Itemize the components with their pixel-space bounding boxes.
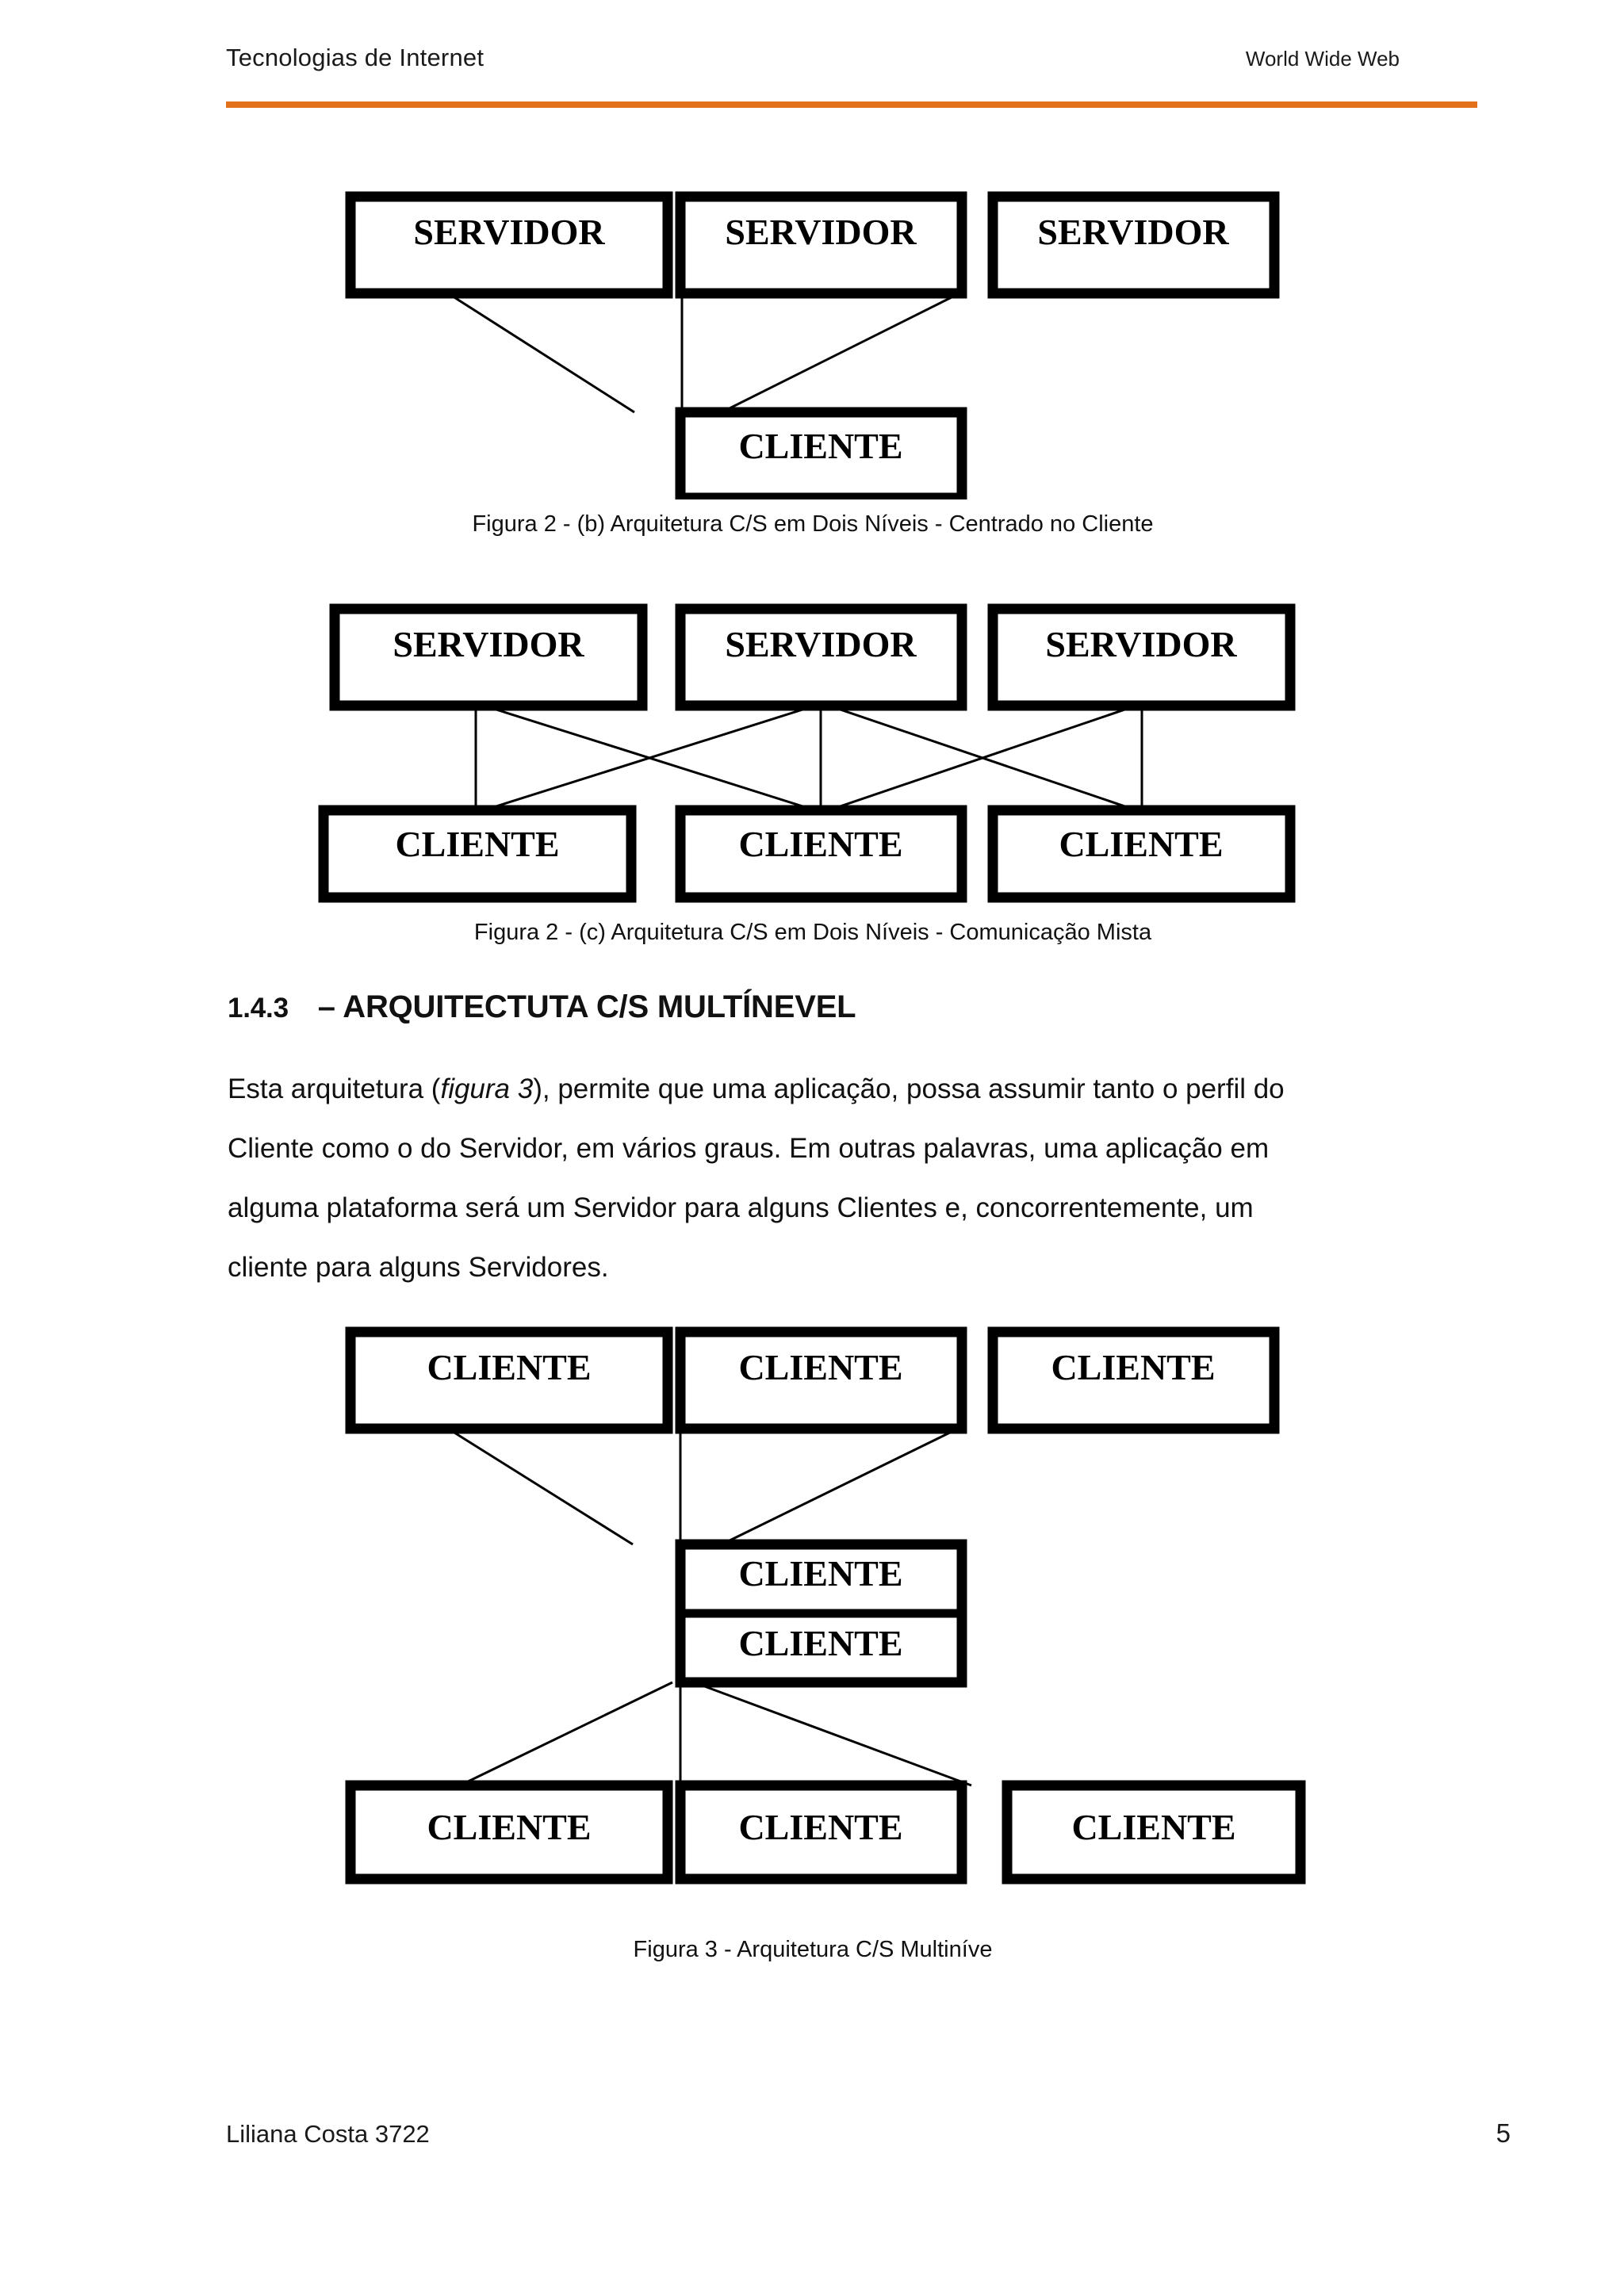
box-label: SERVIDOR <box>1037 212 1229 252</box>
box-label: CLIENTE <box>738 1623 902 1663</box>
box-label: CLIENTE <box>738 824 902 864</box>
box-label: CLIENTE <box>427 1347 591 1387</box>
box-label: CLIENTE <box>738 1807 902 1847</box>
figure-3-top-boxes: CLIENTE CLIENTE CLIENTE <box>345 1326 1280 1434</box>
figure-3-bottom-boxes: CLIENTE CLIENTE CLIENTE <box>345 1780 1306 1885</box>
paragraph-line-1-part-b: ), permite que uma aplicação, possa assu… <box>533 1073 1285 1104</box>
box-label: CLIENTE <box>738 1553 902 1594</box>
paragraph-line-4: cliente para alguns Servidores. <box>228 1252 609 1283</box>
section-title: – ARQUITECTUTA C/S MULTÍNEVEL <box>317 989 856 1024</box>
box-label: CLIENTE <box>1051 1347 1215 1387</box>
figure-2c-caption: Figura 2 - (c) Arquitetura C/S em Dois N… <box>473 920 1152 945</box>
paragraph-figure-reference: figura 3 <box>440 1073 534 1104</box>
box-label: SERVIDOR <box>725 212 917 252</box>
page-footer: Liliana Costa 3722 5 <box>226 2118 1511 2149</box>
figure-3-middle-stack: CLIENTE CLIENTE <box>675 1539 967 1688</box>
footer-page-number: 5 <box>1496 2118 1511 2148</box>
figure-2c-diagram: SERVIDOR SERVIDOR SERVIDOR CLIENTE CLIEN… <box>301 595 1324 904</box>
page-header: Tecnologias de Internet World Wide Web <box>226 44 1400 91</box>
header-divider-rule <box>226 101 1477 108</box>
figure-2b-top-boxes: SERVIDOR SERVIDOR SERVIDOR <box>345 191 1280 299</box>
paragraph-line-1: Esta arquitetura (figura 3), permite que… <box>228 1059 1482 1119</box>
figure-2b-diagram: SERVIDOR SERVIDOR SERVIDOR CLIENTE <box>301 182 1324 499</box>
figure-3-lower-connectors <box>459 1681 972 1787</box>
header-right-title: World Wide Web <box>1245 47 1400 71</box>
figure-2c-top-boxes: SERVIDOR SERVIDOR SERVIDOR <box>329 603 1296 711</box>
box-label: SERVIDOR <box>725 624 917 664</box>
box-label: SERVIDOR <box>1045 624 1237 664</box>
figure-2b-connectors <box>447 292 960 414</box>
section-number: 1.4.3 <box>228 993 289 1024</box>
figure-2b-bottom-box: CLIENTE <box>675 407 967 499</box>
box-label: CLIENTE <box>427 1807 591 1847</box>
paragraph-line-1-part-a: Esta arquitetura ( <box>228 1073 441 1104</box>
box-label: CLIENTE <box>1071 1807 1235 1847</box>
figure-3-upper-connectors <box>447 1427 959 1546</box>
header-left-title: Tecnologias de Internet <box>226 44 485 71</box>
body-paragraph: Esta arquitetura (figura 3), permite que… <box>228 1059 1482 1297</box>
box-label: SERVIDOR <box>413 212 605 252</box>
figure-2c-bottom-boxes: CLIENTE CLIENTE CLIENTE <box>318 805 1296 903</box>
figure-2c-connectors <box>474 704 1143 812</box>
box-label: SERVIDOR <box>393 624 584 664</box>
figure-2b-caption: Figura 2 - (b) Arquitetura C/S em Dois N… <box>472 511 1154 537</box>
paragraph-line-2: Cliente como o do Servidor, em vários gr… <box>228 1133 1270 1164</box>
footer-author: Liliana Costa 3722 <box>226 2120 430 2148</box>
section-heading: 1.4.3 – ARQUITECTUTA C/S MULTÍNEVEL <box>228 989 856 1025</box>
paragraph-line-3: alguma plataforma será um Servidor para … <box>228 1192 1254 1223</box>
box-label: CLIENTE <box>738 426 902 466</box>
box-label: CLIENTE <box>738 1347 902 1387</box>
figure-3-diagram: CLIENTE CLIENTE CLIENTE CLIENTE CLIENTE … <box>301 1316 1324 1895</box>
box-label: CLIENTE <box>395 824 559 864</box>
figure-3-caption: Figura 3 - Arquitetura C/S Multiníve <box>633 1937 993 1962</box>
box-label: CLIENTE <box>1059 824 1223 864</box>
